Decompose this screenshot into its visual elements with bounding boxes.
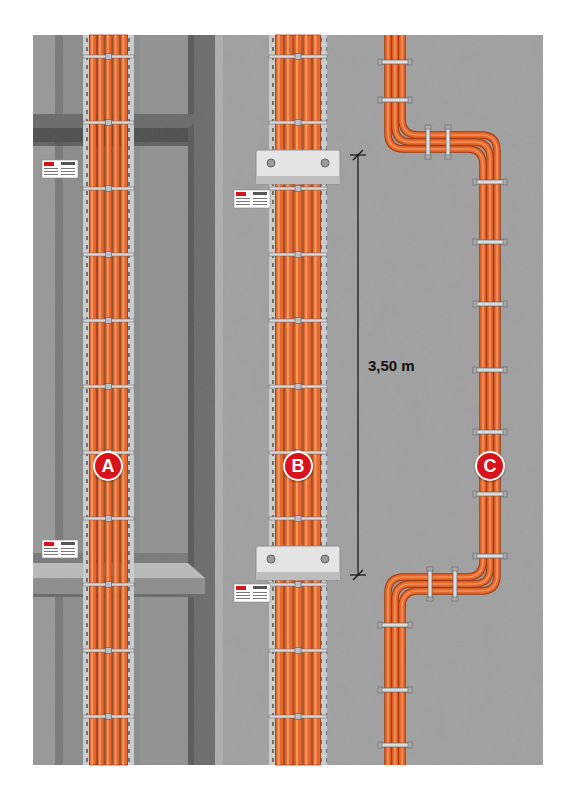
tray-rail [269,35,275,765]
cable [121,35,128,765]
cable-clip [452,567,458,601]
cable-tie [83,648,134,654]
cable [105,35,112,765]
cable-tie [83,384,134,390]
callout-letter: C [484,457,497,475]
callout-circle: C [475,451,505,481]
tray-rail [128,35,134,765]
cable [294,35,302,765]
callout-letter: A [102,457,115,475]
dimension-line [350,150,366,580]
marking-tag [42,540,78,558]
cable-tie [269,648,327,654]
tray-rail [83,35,89,765]
fire-clamp [256,150,340,184]
cable-tie [83,186,134,192]
cable [90,35,97,765]
cable-tie [269,384,327,390]
cable-tie [83,714,134,720]
cable-clip [378,622,412,628]
cable [285,35,293,765]
cable-tray-a [83,35,134,765]
cable-highlight [315,35,317,765]
cable [276,35,284,765]
cable-highlight [123,35,125,765]
cable-clip [378,59,412,65]
cable-clip [473,491,507,497]
cable-tie [269,120,327,126]
cable [303,35,311,765]
cable-clip [473,179,507,185]
callout-letter: B [292,457,305,475]
cable-highlight [99,35,101,765]
cable [395,35,490,765]
cable-tie [269,582,327,588]
cable [113,35,120,765]
fire-clamp [256,546,340,580]
cable [395,35,490,765]
cable-clip [473,367,507,373]
cable-clip [473,553,507,559]
cable-highlight [402,35,497,765]
cable-clip [378,742,412,748]
cable-tie [269,54,327,60]
cable-clip [473,301,507,307]
cable-run-c [378,35,507,765]
cable-highlight [107,35,109,765]
cable-tie [269,186,327,192]
dimension-label: 3,50 m [368,358,415,375]
cable-highlight [115,35,117,765]
concrete-wall [33,35,543,765]
cable-tray-b [269,35,327,765]
marking-tag [42,160,78,178]
cable-tie [269,714,327,720]
cable-highlight [305,35,307,765]
cable-highlight [296,35,298,765]
cable-tie [83,318,134,324]
cable-clip [425,125,431,159]
cable-highlight [287,35,289,765]
cable-tie [83,252,134,258]
cable-clip [378,97,412,103]
callout-circle: A [93,451,123,481]
cable-tie [83,54,134,60]
cable-tie [269,318,327,324]
cable-clip [473,239,507,245]
callout-circle: B [283,451,313,481]
cable-tie [83,582,134,588]
cable-clip [445,125,451,159]
cable-tie [269,252,327,258]
tray-rail [321,35,327,765]
cable-highlight [278,35,280,765]
cable-clip [473,429,507,435]
cable-tie [83,120,134,126]
cable [97,35,104,765]
cable-tie [269,516,327,522]
marking-tag [234,190,270,208]
marking-tag [234,584,270,602]
cable [312,35,320,765]
marking-tags [42,160,270,602]
cable-highlight [395,35,490,765]
cable-clip [378,687,412,693]
cable-clip [427,567,433,601]
cable-highlight [91,35,93,765]
cable-tie [83,516,134,522]
